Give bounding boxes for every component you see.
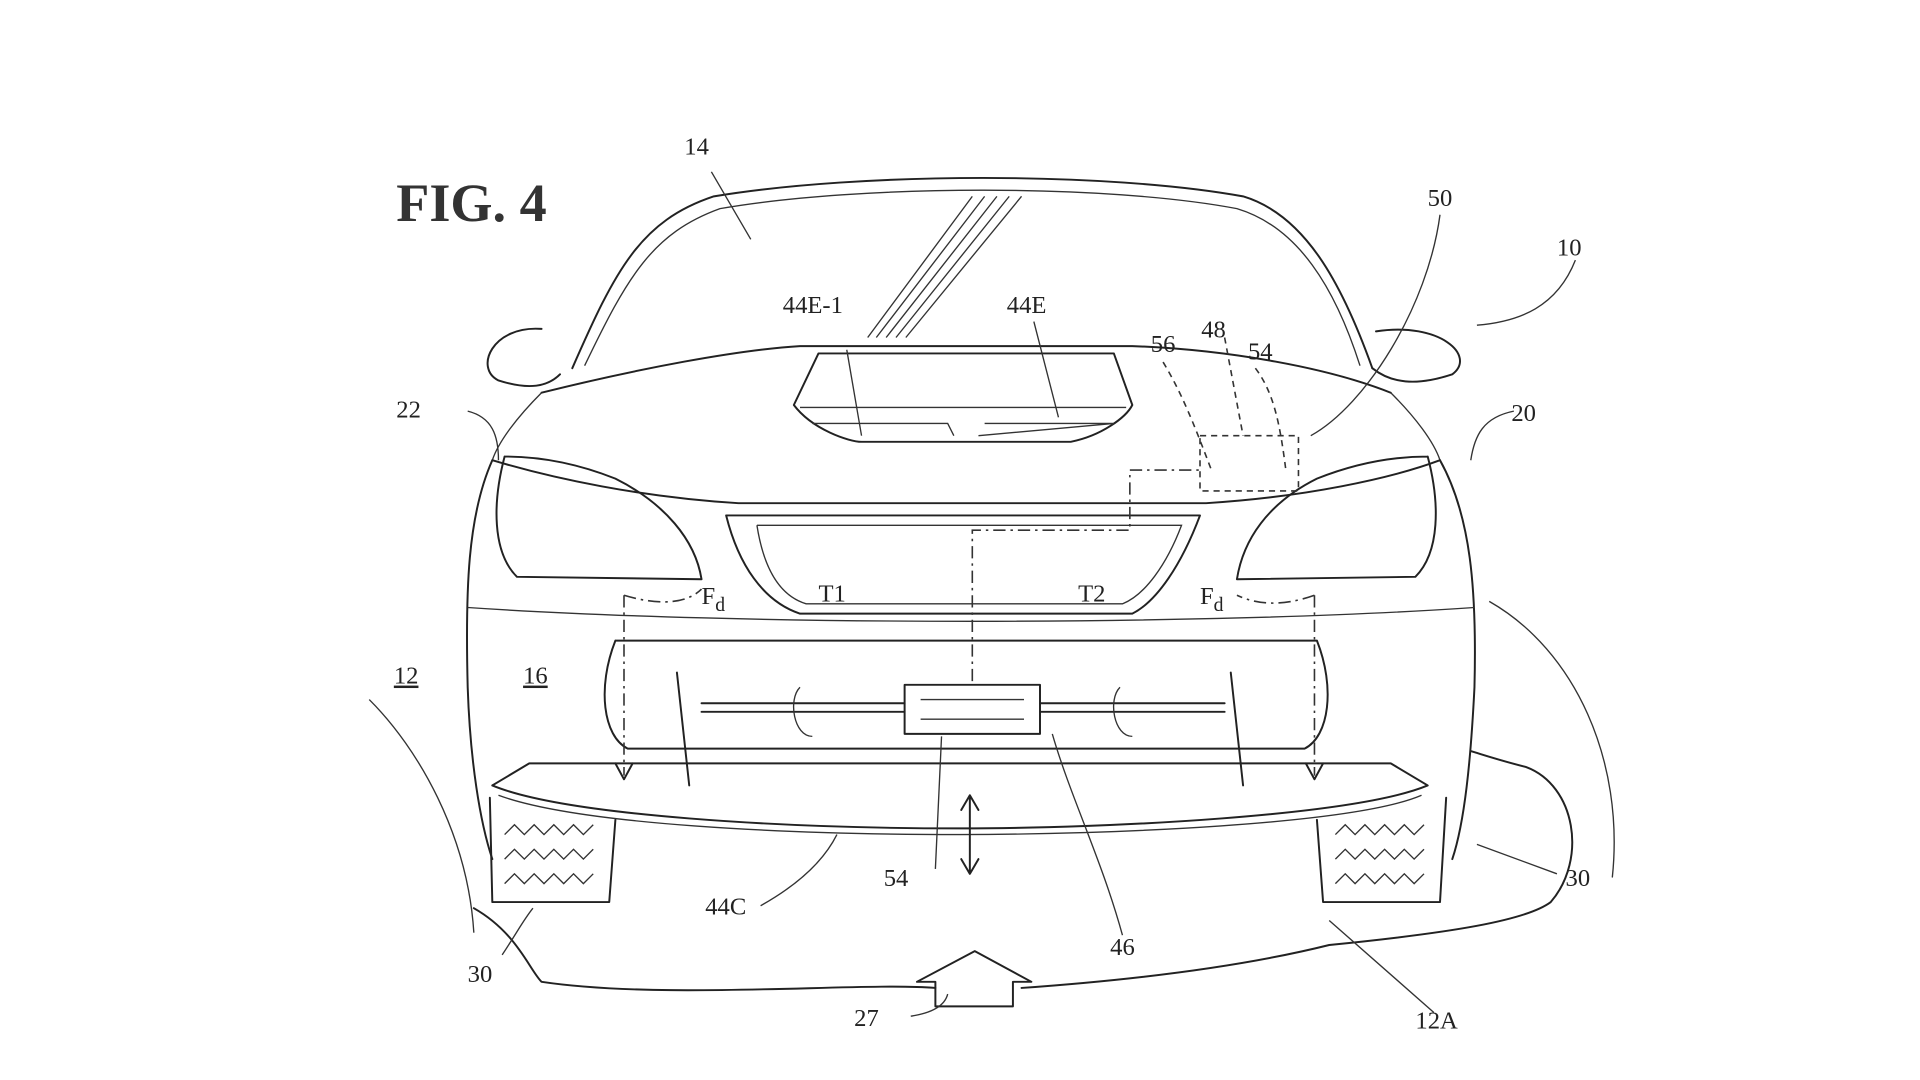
body-right-side — [1439, 459, 1476, 861]
left-headlight — [495, 455, 703, 581]
label-t2: T2 — [1078, 580, 1105, 607]
label-10: 10 — [1557, 234, 1582, 261]
body-left-side — [465, 459, 494, 861]
hood-scoop — [792, 352, 1134, 443]
label-20: 20 — [1511, 400, 1536, 427]
hood-front-edge — [491, 459, 1441, 505]
label-54-top: 54 — [1248, 339, 1273, 366]
right-headlight — [1235, 455, 1437, 581]
label-t1: T1 — [818, 580, 845, 607]
label-44e1: 44E-1 — [783, 292, 843, 319]
label-48: 48 — [1201, 317, 1226, 344]
actuator-motor — [903, 683, 1041, 735]
label-fd-right: Fd — [1200, 583, 1224, 616]
label-54: 54 — [884, 865, 909, 892]
label-50: 50 — [1428, 185, 1453, 212]
label-56: 56 — [1151, 331, 1176, 358]
label-16: 16 — [523, 663, 548, 690]
label-30-right: 30 — [1566, 865, 1591, 892]
right-mirror — [1371, 328, 1461, 383]
road-surface — [472, 750, 1574, 992]
label-12: 12 — [394, 663, 419, 690]
label-27: 27 — [854, 1005, 879, 1032]
left-tire — [488, 796, 617, 904]
label-46: 46 — [1110, 934, 1135, 961]
label-14: 14 — [684, 134, 709, 161]
ground-arrow — [915, 950, 1033, 1008]
glare-lines — [867, 195, 1023, 338]
front-splitter — [491, 762, 1429, 830]
windshield-outline — [571, 176, 1374, 370]
figure-title: FIG. 4 — [396, 173, 546, 233]
windshield-inner — [584, 189, 1361, 367]
label-44e: 44E — [1007, 292, 1047, 319]
label-22: 22 — [396, 396, 421, 423]
upper-grille — [725, 514, 1201, 615]
controller-box — [1199, 434, 1300, 492]
label-30-left: 30 — [468, 961, 493, 988]
label-44c: 44C — [705, 893, 746, 920]
actuator-assembly — [675, 671, 1245, 787]
right-tire — [1315, 796, 1448, 904]
label-12a: 12A — [1415, 1007, 1458, 1034]
left-mirror — [486, 327, 561, 387]
label-fd-left: Fd — [702, 583, 726, 616]
lower-grille-opening — [603, 639, 1329, 750]
hood-outline — [540, 345, 1392, 394]
